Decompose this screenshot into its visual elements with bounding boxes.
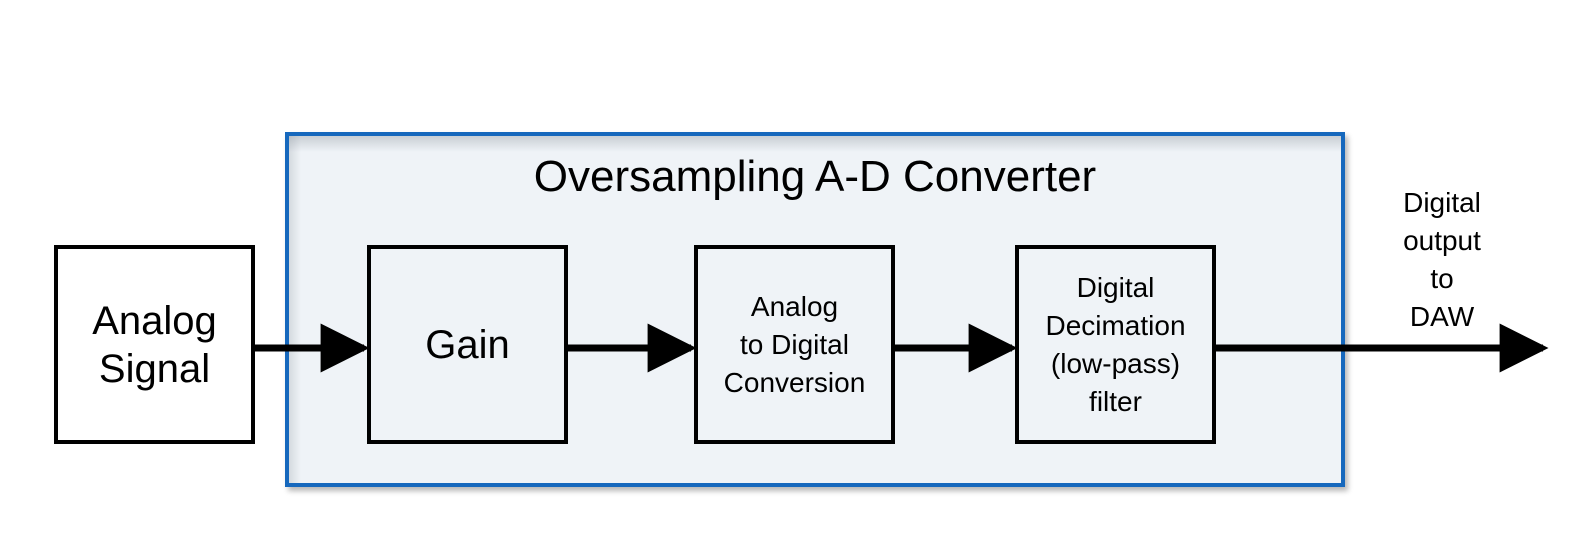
block-analog-signal[interactable]: Analog Signal — [54, 245, 255, 444]
block-adc-line-1: Analog — [750, 290, 839, 322]
output-label-line-2: output — [1403, 225, 1481, 256]
block-gain-label: Gain — [371, 321, 564, 369]
block-analog-signal-line-1: Analog — [92, 298, 217, 343]
block-gain[interactable]: Gain — [367, 245, 568, 444]
block-digital-decimation-filter[interactable]: Digital Decimation (low-pass) filter — [1015, 245, 1216, 444]
block-decimation-line-4: filter — [1089, 385, 1142, 417]
output-label: Digital output to DAW — [1362, 184, 1522, 336]
block-decimation-label: Digital Decimation (low-pass) filter — [1019, 269, 1212, 421]
block-analog-signal-label: Analog Signal — [58, 297, 251, 393]
output-label-line-3: to — [1430, 263, 1454, 294]
block-adc-label: Analog to Digital Conversion — [698, 288, 891, 402]
block-decimation-line-2: Decimation — [1045, 309, 1186, 341]
block-decimation-line-3: (low-pass) — [1050, 347, 1181, 379]
block-analog-signal-line-2: Signal — [98, 346, 211, 391]
panel-title: Oversampling A-D Converter — [533, 152, 1097, 201]
block-gain-line-1: Gain — [425, 322, 510, 367]
block-adc-line-3: Conversion — [723, 366, 866, 398]
block-decimation-line-1: Digital — [1076, 271, 1155, 303]
output-label-line-4: DAW — [1409, 301, 1475, 332]
output-label-line-1: Digital — [1403, 187, 1481, 218]
panel-top-inner-shadow — [289, 136, 1341, 152]
block-analog-to-digital-conversion[interactable]: Analog to Digital Conversion — [694, 245, 895, 444]
block-adc-line-2: to Digital — [740, 328, 849, 360]
